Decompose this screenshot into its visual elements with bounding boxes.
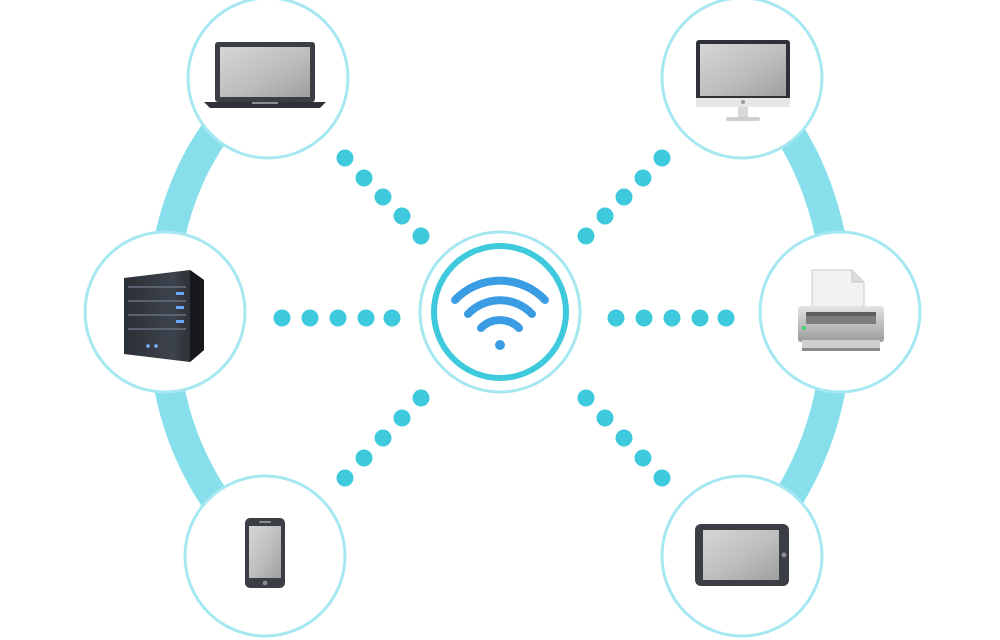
connection-dot xyxy=(596,409,614,427)
printer-icon xyxy=(798,269,884,351)
dots-to-desktop xyxy=(577,149,671,245)
node-laptop[interactable] xyxy=(186,0,350,160)
connection-dot xyxy=(393,409,411,427)
dots-to-phone xyxy=(336,389,430,487)
connection-dot xyxy=(607,309,625,327)
connection-dot xyxy=(577,389,595,407)
connection-dot xyxy=(355,449,373,467)
smartphone-icon xyxy=(245,518,285,588)
connection-dot xyxy=(691,309,709,327)
node-desktop[interactable] xyxy=(660,0,824,160)
connection-dot xyxy=(383,309,401,327)
connection-dot xyxy=(329,309,347,327)
tablet-icon xyxy=(695,524,789,586)
node-printer[interactable] xyxy=(758,230,922,394)
connection-dot xyxy=(357,309,375,327)
node-phone[interactable] xyxy=(183,474,347,638)
connection-dot xyxy=(653,469,671,487)
connection-dot xyxy=(653,149,671,167)
wifi-dot xyxy=(495,340,505,350)
connection-dot xyxy=(634,169,652,187)
node-server[interactable] xyxy=(83,230,247,394)
connection-dot xyxy=(301,309,319,327)
connection-dot xyxy=(412,227,430,245)
server-icon xyxy=(124,270,204,362)
connection-dot xyxy=(596,207,614,225)
connection-dot xyxy=(393,207,411,225)
connection-dot xyxy=(374,188,392,206)
wifi-hub[interactable] xyxy=(418,230,582,394)
desktop-monitor-icon xyxy=(696,40,790,121)
connection-dot xyxy=(635,309,653,327)
connection-dot xyxy=(634,449,652,467)
dots-to-printer xyxy=(607,309,735,327)
connection-dot xyxy=(717,309,735,327)
connection-dot xyxy=(615,188,633,206)
connection-dot xyxy=(374,429,392,447)
connection-dot xyxy=(412,389,430,407)
dots-to-server xyxy=(273,309,401,327)
laptop-icon xyxy=(204,42,326,108)
connection-dot xyxy=(577,227,595,245)
connection-dots xyxy=(273,149,735,487)
dots-to-laptop xyxy=(336,149,430,245)
connection-dot xyxy=(355,169,373,187)
connection-dot xyxy=(336,469,354,487)
wifi-icon xyxy=(451,276,549,332)
node-tablet[interactable] xyxy=(660,474,824,638)
connection-dot xyxy=(615,429,633,447)
connection-dot xyxy=(336,149,354,167)
dots-to-tablet xyxy=(577,389,671,487)
connection-dot xyxy=(663,309,681,327)
connection-dot xyxy=(273,309,291,327)
